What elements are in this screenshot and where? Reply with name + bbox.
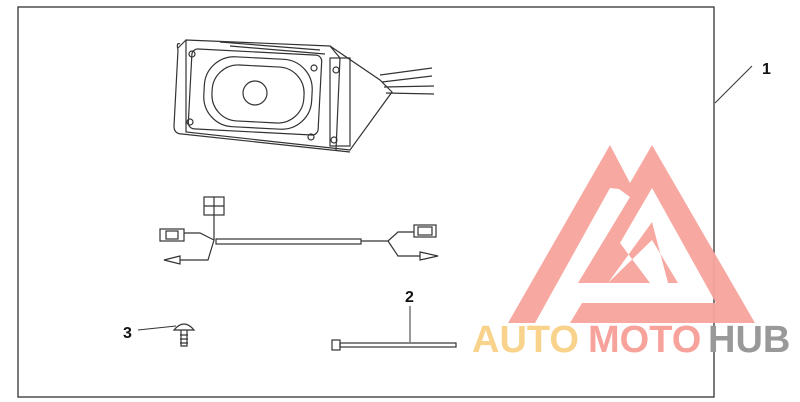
watermark-hub: HUB [708, 319, 790, 361]
screw-illustration [172, 323, 196, 347]
diagram-frame [17, 6, 715, 398]
watermark-logo [508, 145, 755, 323]
callout-3: 3 [123, 325, 132, 342]
callout-2: 2 [405, 289, 414, 306]
watermark-auto: AUTO [472, 319, 579, 361]
speaker-illustration [173, 39, 435, 153]
cable-tie-illustration [331, 339, 457, 351]
wire-harness-illustration [159, 196, 439, 265]
callout-1: 1 [762, 61, 771, 78]
watermark-moto: MOTO [588, 319, 701, 361]
watermark-text: AUTO MOTO HUB [472, 319, 790, 361]
